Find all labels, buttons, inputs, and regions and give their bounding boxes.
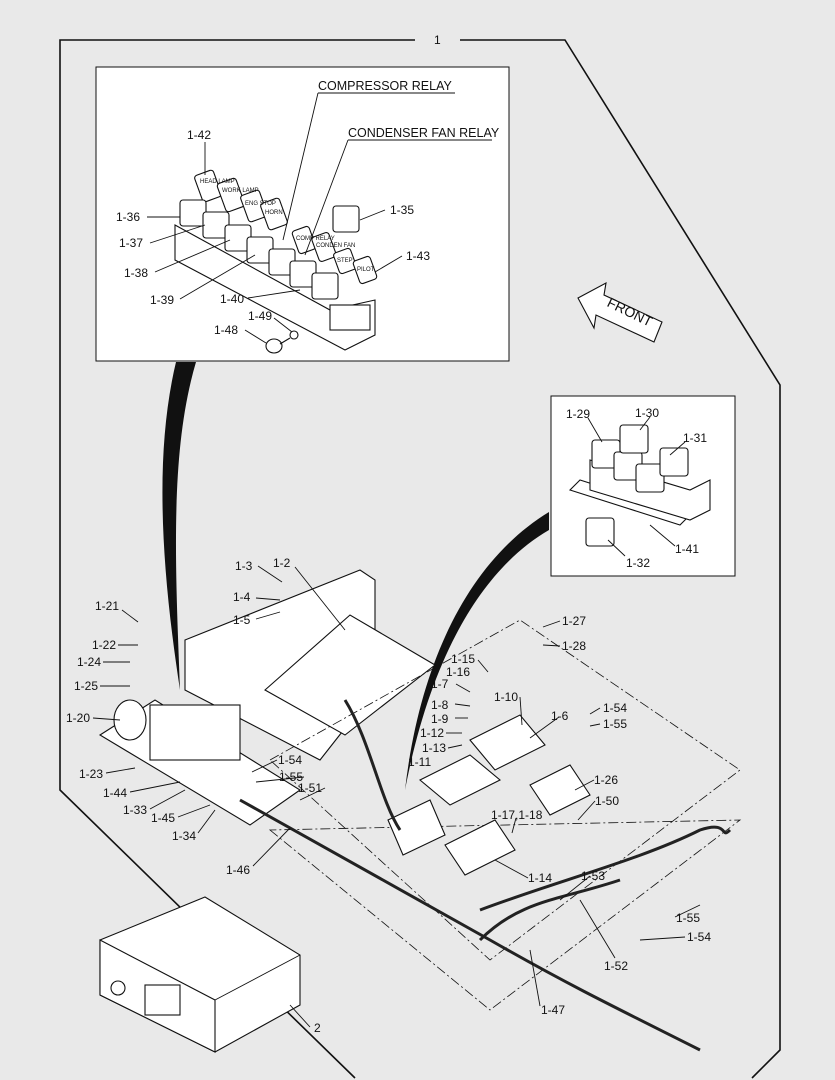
right-inset-relay-box: 1-29 1-30 1-31 1-41 1-32: [550, 395, 736, 577]
label-1-8: 1-8: [431, 698, 449, 712]
label-1-38: 1-38: [124, 266, 148, 280]
label-1-35: 1-35: [390, 203, 414, 217]
label-1-30: 1-30: [635, 406, 659, 420]
label-1-24: 1-24: [77, 655, 101, 669]
label-1-52: 1-52: [604, 959, 628, 973]
tag-horn: HORN: [265, 210, 283, 216]
label-1-47: 1-47: [541, 1003, 565, 1017]
label-1-9: 1-9: [431, 712, 449, 726]
relay-tag-plates: [194, 169, 378, 285]
label-1-23: 1-23: [79, 767, 103, 781]
label-1-54: 1-54: [278, 753, 302, 767]
leader-lines: [92, 565, 701, 1028]
label-1-51: 1-51: [298, 781, 322, 795]
screw-1-48: [265, 338, 283, 354]
label-1-55b: 1-55: [603, 717, 627, 731]
label-1-34: 1-34: [172, 829, 196, 843]
relay-1-35: [332, 205, 360, 233]
relay-1-32: [585, 517, 615, 547]
label-1-48: 1-48: [214, 323, 238, 337]
label-1-7: 1-7: [431, 677, 449, 691]
label-1-6: 1-6: [551, 709, 569, 723]
tag-work-lamp: WORK LAMP: [222, 188, 259, 194]
label-1-22: 1-22: [92, 638, 116, 652]
label-1-55: 1-55: [279, 770, 303, 784]
label-1-20: 1-20: [66, 711, 90, 725]
tag-step: STEP: [337, 258, 353, 264]
label-1-45: 1-45: [151, 811, 175, 825]
label-1-28: 1-28: [562, 639, 586, 653]
label-1-3: 1-3: [235, 559, 253, 573]
label-1-16: 1-16: [446, 665, 470, 679]
label-1-29: 1-29: [566, 407, 590, 421]
assembly-number: 1: [434, 33, 441, 47]
tag-comp-relay: COMP RELAY: [296, 236, 335, 242]
label-1-10: 1-10: [494, 690, 518, 704]
label-1-32: 1-32: [626, 556, 650, 570]
label-1-44: 1-44: [103, 786, 127, 800]
label-1-55c: 1-55: [676, 911, 700, 925]
label-1-21: 1-21: [95, 599, 119, 613]
tag-conden-fan: CONDEN FAN: [316, 243, 355, 249]
tag-pilot: PILOT: [357, 267, 375, 273]
label-1-46: 1-46: [226, 863, 250, 877]
label-1-5: 1-5: [233, 613, 251, 627]
label-1-2: 1-2: [273, 556, 291, 570]
label-1-26: 1-26: [594, 773, 618, 787]
label-1-12: 1-12: [420, 726, 444, 740]
label-1-17-1-18: 1-17,1-18: [491, 808, 543, 822]
label-1-27: 1-27: [562, 614, 586, 628]
caption-compressor-relay: COMPRESSOR RELAY: [318, 79, 452, 93]
callout-wedge-left: [162, 362, 196, 690]
label-1-41: 1-41: [675, 542, 699, 556]
caption-condenser-fan-relay: CONDENSER FAN RELAY: [348, 126, 500, 140]
label-2: 2: [314, 1021, 321, 1035]
relay-tags: HEAD LAMP WORK LAMP ENG STOP HORN COMP R…: [200, 179, 375, 273]
label-1-40: 1-40: [220, 292, 244, 306]
label-1-15: 1-15: [451, 652, 475, 666]
label-1-43: 1-43: [406, 249, 430, 263]
washer-1-49: [289, 330, 299, 340]
top-inset-relay-box: HEAD LAMP WORK LAMP ENG STOP HORN COMP R…: [95, 66, 510, 362]
label-1-4: 1-4: [233, 590, 251, 604]
label-1-36: 1-36: [116, 210, 140, 224]
label-1-50: 1-50: [595, 794, 619, 808]
label-1-33: 1-33: [123, 803, 147, 817]
main-assembly: [98, 569, 742, 1053]
label-1-39: 1-39: [150, 293, 174, 307]
main-labels: 1-3 1-2 1-4 1-5 1-21 1-22 1-24 1-25 1-20…: [66, 556, 711, 1035]
label-1-49: 1-49: [248, 309, 272, 323]
label-1-14: 1-14: [528, 871, 552, 885]
label-1-11: 1-11: [408, 755, 431, 769]
label-1-54c: 1-54: [687, 930, 711, 944]
label-1-31: 1-31: [683, 431, 707, 445]
label-1-13: 1-13: [422, 741, 446, 755]
front-arrow: FRONT: [577, 281, 663, 343]
relays: [179, 199, 371, 331]
label-1-53: 1-53: [581, 869, 605, 883]
label-1-25: 1-25: [74, 679, 98, 693]
label-1-42: 1-42: [187, 128, 211, 142]
tag-eng-stop: ENG STOP: [245, 201, 276, 207]
label-1-54b: 1-54: [603, 701, 627, 715]
label-1-37: 1-37: [119, 236, 143, 250]
tag-head-lamp: HEAD LAMP: [200, 179, 235, 185]
assembly-outline-right: [460, 39, 781, 1079]
